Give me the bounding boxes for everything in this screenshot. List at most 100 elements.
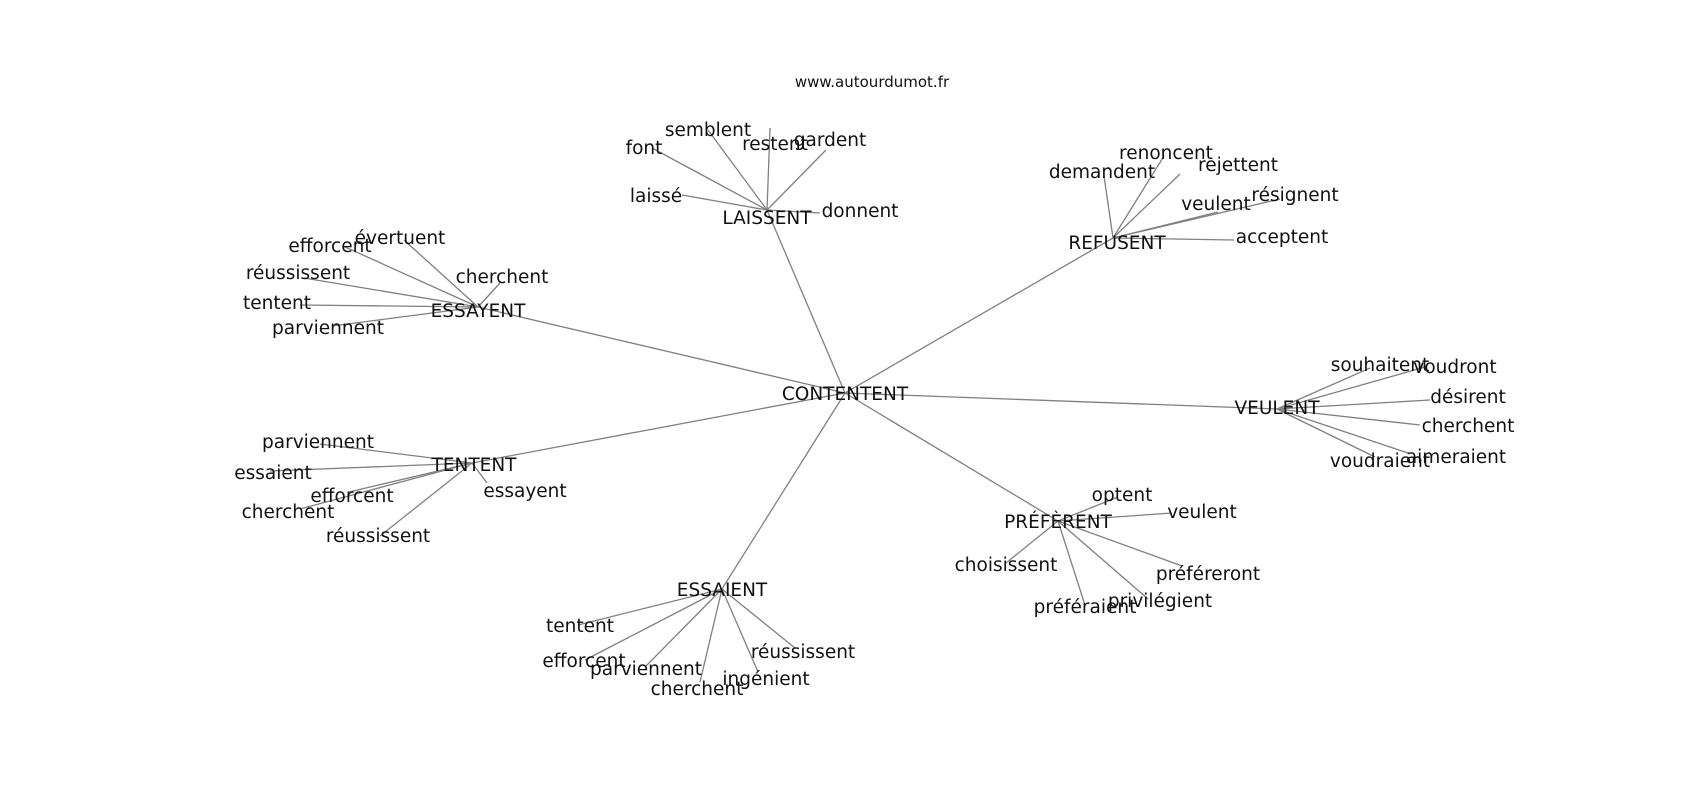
edge-essayent-parviennent — [331, 306, 479, 327]
leaf-word-veulent-cherchent: cherchent — [1422, 416, 1515, 437]
edge-laissent-laisse — [681, 194, 768, 211]
edge-preferent-preferaient — [1057, 520, 1085, 603]
leaf-word-essaient-reussissent: réussissent — [751, 642, 855, 663]
leaf-word-refusent-rejettent: rejettent — [1198, 155, 1278, 176]
edge-essaient-tentent — [577, 588, 723, 626]
edge-essaient-cherchent — [699, 588, 723, 683]
center-word: CONTENTENT — [782, 384, 909, 405]
leaf-word-tentent-essaient: essaient — [234, 463, 312, 484]
edge-center-refusent — [844, 237, 1114, 394]
leaf-word-preferent-veulent: veulent — [1167, 502, 1237, 523]
leaf-word-veulent-souhaitent: souhaitent — [1331, 355, 1430, 376]
edge-refusent-demandent — [1103, 175, 1114, 239]
leaf-word-refusent-renoncent: renoncent — [1119, 143, 1213, 164]
edge-tentent-essayent — [471, 462, 488, 484]
leaf-word-essayent-cherchent: cherchent — [456, 267, 549, 288]
edge-laissent-restent — [766, 127, 771, 211]
leaf-word-essayent-parviennent: parviennent — [272, 318, 384, 339]
leaf-word-veulent-voudront: voudront — [1413, 357, 1496, 378]
edge-veulent-aimeraient — [1276, 408, 1409, 454]
leaf-word-essayent-tentent: tentent — [243, 293, 311, 314]
leaf-word-refusent-resignent: résignent — [1251, 185, 1338, 206]
leaf-word-essayent-evertuent: évertuent — [355, 228, 446, 249]
leaf-word-laissent-font: font — [626, 138, 663, 159]
leaf-word-refusent-acceptent: acceptent — [1236, 227, 1328, 248]
edge-essaient-efforcent — [584, 588, 723, 661]
hub-word-veulent: VEULENT — [1234, 398, 1320, 419]
hub-word-refusent: REFUSENT — [1068, 233, 1166, 254]
edge-essayent-cherchent — [477, 282, 501, 308]
edge-refusent-acceptent — [1112, 237, 1235, 241]
leaf-word-preferent-prefereront: préféreront — [1156, 564, 1260, 585]
edge-refusent-rejettent — [1112, 173, 1181, 239]
edge-center-veulent — [844, 392, 1278, 410]
hub-word-preferent: PRÉFÈRENT — [1004, 511, 1112, 533]
hub-word-laissent: LAISSENT — [722, 208, 812, 229]
leaf-word-tentent-essayent: essayent — [483, 481, 566, 502]
leaf-word-tentent-parviennent: parviennent — [262, 432, 374, 453]
edge-laissent-semblent — [707, 129, 768, 211]
edge-veulent-voudraient — [1276, 408, 1376, 458]
leaf-word-refusent-veulent: veulent — [1181, 194, 1251, 215]
leaf-word-laissent-laisse: laissé — [630, 186, 682, 207]
hub-word-essayent: ESSAYENT — [431, 301, 527, 322]
leaf-word-laissent-restent: restent — [742, 134, 808, 155]
edge-tentent-reussissent — [379, 462, 473, 537]
edge-laissent-font — [651, 147, 768, 211]
edge-preferent-choisissent — [1005, 520, 1059, 564]
leaf-word-tentent-efforcent: efforcent — [310, 486, 393, 507]
leaf-word-essaient-efforcent: efforcent — [542, 651, 625, 672]
edge-laissent-gardent — [766, 149, 827, 211]
leaf-word-veulent-desirent: désirent — [1430, 387, 1505, 408]
leaf-word-veulent-aimeraient: aimeraient — [1406, 447, 1506, 468]
leaf-word-veulent-voudraient: voudraient — [1330, 451, 1430, 472]
graph-labels: CONTENTENT LAISSENT laissé fontsemblentrest… — [234, 120, 1514, 700]
leaf-word-preferent-optent: optent — [1092, 485, 1153, 506]
leaf-word-essayent-efforcent: efforcent — [288, 236, 371, 257]
hub-word-essaient: ESSAIENT — [677, 580, 768, 601]
edge-preferent-optent — [1057, 496, 1119, 522]
edge-refusent-renoncent — [1112, 155, 1165, 239]
leaf-word-refusent-demandent: demandent — [1049, 162, 1155, 183]
edge-essaient-parviennent — [644, 588, 723, 668]
edge-center-preferent — [844, 392, 1059, 522]
edge-veulent-desirent — [1276, 399, 1431, 410]
leaf-word-laissent-gardent: gardent — [794, 130, 866, 151]
source-watermark: www.autourdumot.fr — [795, 73, 950, 91]
edge-veulent-cherchent — [1276, 408, 1421, 426]
edge-tentent-parviennent — [319, 443, 473, 464]
leaf-word-preferent-choisissent: choisissent — [955, 555, 1058, 576]
edge-preferent-prefereront — [1057, 520, 1183, 567]
edge-essayent-reussissent — [303, 277, 479, 308]
graph-edges — [269, 127, 1431, 683]
edge-center-essaient — [721, 392, 846, 590]
edge-center-laissent — [766, 209, 846, 394]
edge-laissent-donnent — [766, 209, 821, 214]
leaf-word-essaient-ingenient: ingénient — [722, 669, 809, 690]
edge-tentent-essaient — [269, 462, 473, 472]
edge-essayent-evertuent — [403, 239, 479, 308]
leaf-word-laissent-semblent: semblent — [665, 120, 751, 141]
edge-essayent-efforcent — [342, 245, 479, 308]
leaf-word-essayent-reussissent: réussissent — [246, 263, 350, 284]
edge-veulent-souhaitent — [1276, 367, 1371, 410]
leaf-word-essaient-tentent: tentent — [546, 616, 614, 637]
edge-preferent-veulent — [1057, 512, 1173, 522]
edge-essayent-tentent — [299, 304, 479, 308]
edge-preferent-privilegient — [1057, 520, 1149, 600]
leaf-word-preferent-privilegient: privilégient — [1108, 591, 1212, 612]
leaf-word-laissent-donnent: donnent — [822, 201, 899, 222]
hub-word-tentent: TENTENT — [431, 455, 518, 476]
leaf-word-tentent-reussissent: réussissent — [326, 526, 430, 547]
leaf-word-tentent-cherchent: cherchent — [242, 502, 335, 523]
edge-essaient-reussissent — [721, 588, 796, 649]
leaf-word-essaient-cherchent: cherchent — [651, 679, 744, 700]
leaf-word-essaient-parviennent: parviennent — [590, 659, 702, 680]
edge-essaient-ingenient — [721, 588, 759, 673]
edge-refusent-resignent — [1112, 198, 1281, 239]
edge-tentent-cherchent — [299, 462, 473, 510]
edge-veulent-voudront — [1276, 366, 1426, 410]
edge-center-essayent — [477, 306, 846, 394]
leaf-word-preferent-preferaient: préféraient — [1034, 597, 1137, 618]
